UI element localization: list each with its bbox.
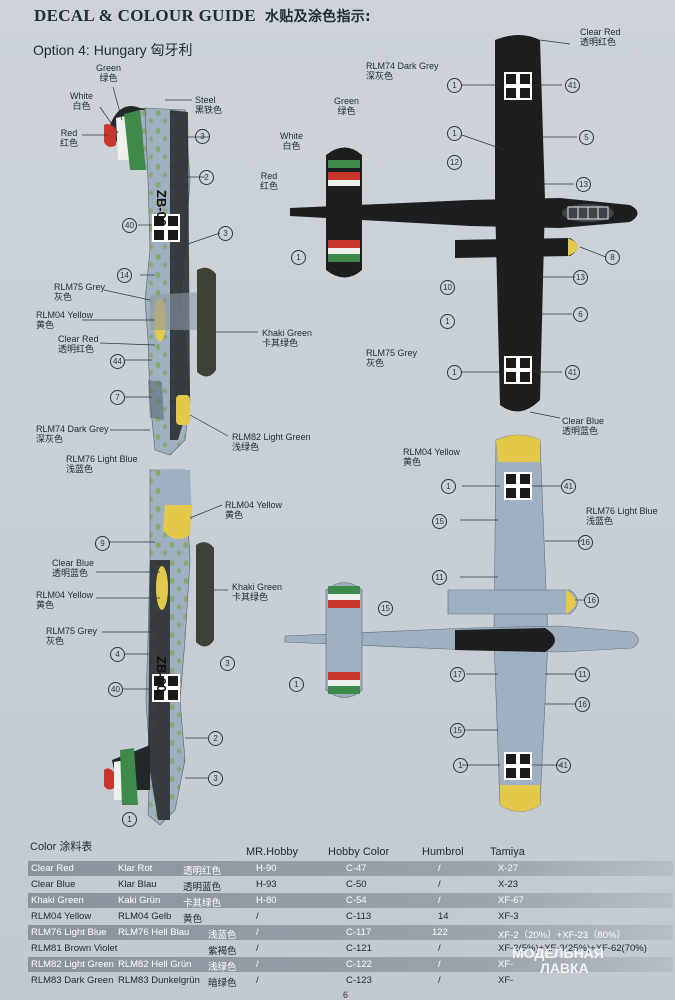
- callout-3d: 3: [208, 771, 223, 786]
- table-header-hobbycolor: Hobby Color: [328, 846, 390, 858]
- callout-16a: 16: [578, 535, 593, 550]
- callout-1a: 1: [122, 812, 137, 827]
- callout-1g: 1: [441, 479, 456, 494]
- callout-1f: 1: [447, 365, 462, 380]
- bottom-view: [284, 434, 639, 812]
- option-title: Option 4: Hungary 匈牙利: [33, 42, 193, 58]
- callout-15c: 15: [450, 723, 465, 738]
- page-number: 6: [343, 990, 349, 1000]
- callout-3c: 3: [220, 656, 235, 671]
- callout-1h: 1: [289, 677, 304, 692]
- top-view: [290, 35, 638, 412]
- page-title: DECAL & COLOUR GUIDE 水贴及涂色指示:: [34, 6, 371, 25]
- callout-1c: 1: [447, 126, 462, 141]
- fuselage-code-2: ZB-00: [154, 656, 169, 693]
- callout-44: 44: [110, 354, 125, 369]
- callout-41c: 41: [561, 479, 576, 494]
- callout-11a: 11: [432, 570, 447, 585]
- callout-3: 3: [195, 129, 210, 144]
- callout-41b: 41: [565, 365, 580, 380]
- callout-10: 10: [440, 280, 455, 295]
- callout-7: 7: [110, 390, 125, 405]
- callout-40: 40: [122, 218, 137, 233]
- callout-13a: 13: [576, 177, 591, 192]
- callout-9: 9: [95, 536, 110, 551]
- callout-2: 2: [199, 170, 214, 185]
- callout-6: 6: [573, 307, 588, 322]
- callout-13b: 13: [573, 270, 588, 285]
- callout-15b: 15: [378, 601, 393, 616]
- callout-1e: 1: [440, 314, 455, 329]
- callout-1i: 1: [453, 758, 468, 773]
- fuselage-code-1: ZB-00: [154, 190, 169, 227]
- callout-8: 8: [605, 250, 620, 265]
- callout-16b: 16: [584, 593, 599, 608]
- callout-40b: 40: [108, 682, 123, 697]
- callout-12: 12: [447, 155, 462, 170]
- table-header-color: Color 涂料表: [30, 841, 93, 853]
- side-view-left-2: [104, 469, 214, 826]
- table-header-humbrol: Humbrol: [422, 846, 464, 858]
- callout-17: 17: [450, 667, 465, 682]
- table-header-tamiya: Tamiya: [490, 846, 525, 858]
- callout-11b: 11: [575, 667, 590, 682]
- side-view-left: [104, 106, 216, 456]
- callout-1b: 1: [447, 78, 462, 93]
- callout-3b: 3: [218, 226, 233, 241]
- callout-2b: 2: [208, 731, 223, 746]
- callout-41d: 41: [556, 758, 571, 773]
- table-header-mrhobby: MR.Hobby: [246, 846, 298, 858]
- callout-15a: 15: [432, 514, 447, 529]
- callout-16c: 16: [575, 697, 590, 712]
- callout-14: 14: [117, 268, 132, 283]
- callout-41a: 41: [565, 78, 580, 93]
- callout-1d: 1: [291, 250, 306, 265]
- callout-4: 4: [110, 647, 125, 662]
- callout-5: 5: [579, 130, 594, 145]
